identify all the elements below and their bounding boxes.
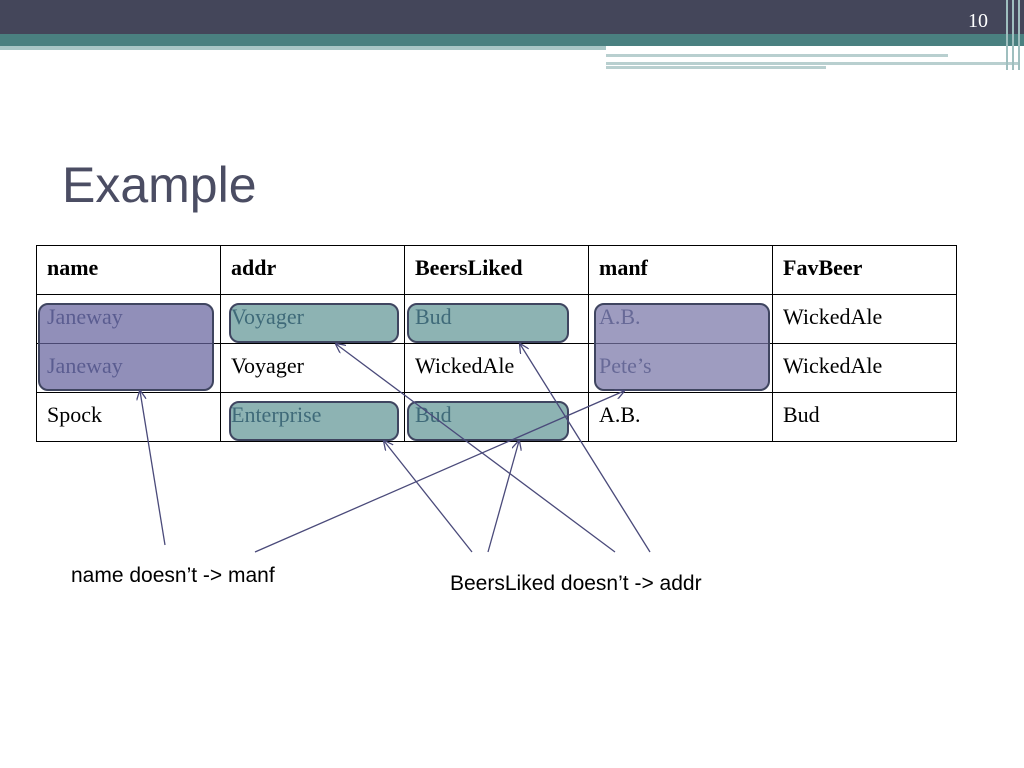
table-cell: Bud xyxy=(404,392,589,442)
annotation-name-manf: name doesn’t -> manf xyxy=(71,564,275,587)
table-cell: Spock xyxy=(36,392,221,442)
table-cell: Bud xyxy=(404,294,589,344)
decor-line xyxy=(1006,0,1008,70)
table-cell: Janeway xyxy=(36,294,221,344)
table-cell: A.B. xyxy=(588,294,773,344)
table-row: Spock Enterprise Bud A.B. Bud xyxy=(36,392,957,442)
decor-line xyxy=(1018,0,1020,70)
relation-table: name addr BeersLiked manf FavBeer Janewa… xyxy=(36,245,957,442)
table-cell: Janeway xyxy=(36,343,221,393)
table-cell: WickedAle xyxy=(772,294,957,344)
table-cell: Voyager xyxy=(220,343,405,393)
slide-title: Example xyxy=(62,157,257,213)
column-header-beersliked: BeersLiked xyxy=(404,245,589,295)
column-header-manf: manf xyxy=(588,245,773,295)
column-header-addr: addr xyxy=(220,245,405,295)
table-cell: Bud xyxy=(772,392,957,442)
accent-band xyxy=(0,34,1024,46)
table-row: Janeway Voyager WickedAle Pete’s WickedA… xyxy=(36,343,957,393)
table-cell: Enterprise xyxy=(220,392,405,442)
decor-line xyxy=(1012,0,1014,70)
table-header-row: name addr BeersLiked manf FavBeer xyxy=(36,245,957,295)
table-cell: A.B. xyxy=(588,392,773,442)
table-row: Janeway Voyager Bud A.B. WickedAle xyxy=(36,294,957,344)
decor-stripe xyxy=(606,66,826,69)
table-cell: WickedAle xyxy=(772,343,957,393)
table-cell: Pete’s xyxy=(588,343,773,393)
arrow-to-enterprise xyxy=(384,441,473,553)
accent-band-light xyxy=(0,46,606,50)
annotation-beers-addr: BeersLiked doesn’t -> addr xyxy=(450,572,702,595)
decor-stripe xyxy=(606,62,1018,65)
top-header-bar xyxy=(0,0,1024,34)
column-header-name: name xyxy=(36,245,221,295)
slide-number: 10 xyxy=(968,10,988,32)
table-cell: WickedAle xyxy=(404,343,589,393)
decor-stripe xyxy=(606,54,948,57)
arrow-to-bud-2 xyxy=(487,441,519,553)
column-header-favbeer: FavBeer xyxy=(772,245,957,295)
table-cell: Voyager xyxy=(220,294,405,344)
